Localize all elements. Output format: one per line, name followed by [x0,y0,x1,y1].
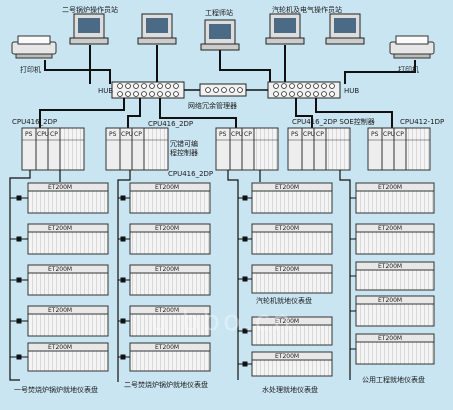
et200m-module: ET200M [251,351,333,377]
hub-right-label: HUB [344,87,359,95]
slot-cp-label: CP [50,131,58,138]
et200m-module: ET200M [251,223,333,255]
et200m-module: ET200M [355,182,435,214]
slot-cp-label: CP [134,131,142,138]
et200m-label: ET200M [378,335,402,342]
panel-label-5: 公用工程就地仪表盘 [362,375,425,384]
workstation-icon [69,13,109,45]
et200m-module: ET200M [27,342,109,372]
slot-ps-label: PS [219,131,227,138]
slot-cp-label: CP [316,131,324,138]
workstation-icon [265,13,305,45]
printer-left-icon [11,35,57,59]
et200m-module: ET200M [129,223,211,255]
plc-rack: PS CPU CP [215,127,279,171]
slot-cp-label: CP [244,131,252,138]
et200m-label: ET200M [378,184,402,191]
hub-right [267,81,341,99]
turbine-station-label: 汽轮机及电气操作员站 [272,5,342,14]
et200m-label: ET200M [48,225,72,232]
et200m-module: ET200M [129,342,211,372]
et200m-module: ET200M [355,223,435,255]
engineer-station-label: 工程师站 [205,8,233,17]
panel-label-3: 汽轮机就地仪表盘 [256,296,312,305]
panel-label-4: 水处理就地仪表盘 [262,385,318,394]
slot-cpu-label: CPU [121,131,133,138]
plc-rack: PS CPU CP [105,127,169,171]
slot-ps-label: PS [109,131,117,138]
slot-ps-label: PS [25,131,33,138]
cpu-mid-bottom-label: CPU416_2DP [168,170,213,178]
slot-cpu-label: CPU [303,131,315,138]
plc-bus-links [9,170,351,382]
hub-plc-links [39,98,393,130]
et200m-label: ET200M [275,353,299,360]
hub-left-label: HUB [98,87,113,95]
et200m-label: ET200M [155,225,179,232]
et200m-module: ET200M [251,316,333,346]
et200m-label: ET200M [378,225,402,232]
redundant-label-1: 冗错可编 [170,139,198,148]
et200m-module: ET200M [27,305,109,337]
slot-ps-label: PS [371,131,379,138]
et200m-label: ET200M [155,266,179,273]
et200m-label: ET200M [155,184,179,191]
workstation-icon [137,13,177,45]
printer-left-label: 打印机 [20,65,41,74]
workstation-icon [325,13,365,45]
et200m-label: ET200M [48,266,72,273]
cpu-mid-top-label: CPU416_2DP [148,120,193,128]
et200m-module: ET200M [129,305,211,337]
workstation-icon [200,19,240,51]
et200m-label: ET200M [378,297,402,304]
et200m-label: ET200M [275,266,299,273]
slot-cpu-label: CPU [383,131,395,138]
et200m-label: ET200M [48,184,72,191]
network-redundancy-manager [184,83,268,97]
et200m-module: ET200M [27,182,109,214]
et200m-module: ET200M [27,264,109,296]
et200m-module: ET200M [129,182,211,214]
slot-cp-label: CP [396,131,404,138]
et200m-label: ET200M [155,344,179,351]
network-links [44,45,416,84]
et200m-label: ET200M [275,184,299,191]
cpu-soe-label: CPU416_2DP SOE控制器 [292,117,375,126]
plc-rack: PS CPU CP [21,127,85,171]
et200m-label: ET200M [48,344,72,351]
et200m-module: ET200M [129,264,211,296]
boiler-station-label: 二号锅炉操作员站 [62,5,118,14]
panel-label-1: 一号焚烧炉锅炉就地仪表盘 [14,385,98,394]
cpu-right-label: CPU412-1DP [400,118,444,126]
et200m-module: ET200M [251,264,333,294]
plc-rack: PS CPU CP [367,127,431,171]
hub-left [111,81,185,99]
et200m-label: ET200M [378,263,402,270]
et200m-module: ET200M [355,295,435,327]
et200m-module: ET200M [355,261,435,291]
slot-cpu-label: CPU [231,131,243,138]
bus-taps [10,195,356,367]
printer-right-icon [389,35,435,59]
cpu-left-label: CPU416_2DP [12,118,57,126]
plc-rack: PS CPU CP [287,127,351,171]
et200m-label: ET200M [48,307,72,314]
net-manager-label: 网络冗余管理器 [188,101,237,110]
et200m-module: ET200M [251,182,333,214]
et200m-module: ET200M [27,223,109,255]
slot-ps-label: PS [291,131,299,138]
watermark: uibbo.cn [150,304,294,337]
et200m-label: ET200M [155,307,179,314]
printer-right-label: 打印机 [398,65,419,74]
panel-label-2: 二号焚烧炉锅炉就地仪表盘 [124,380,208,389]
redundant-label-2: 程控制器 [170,148,198,157]
et200m-module: ET200M [355,333,435,365]
et200m-label: ET200M [275,318,299,325]
et200m-label: ET200M [275,225,299,232]
slot-cpu-label: CPU [37,131,49,138]
